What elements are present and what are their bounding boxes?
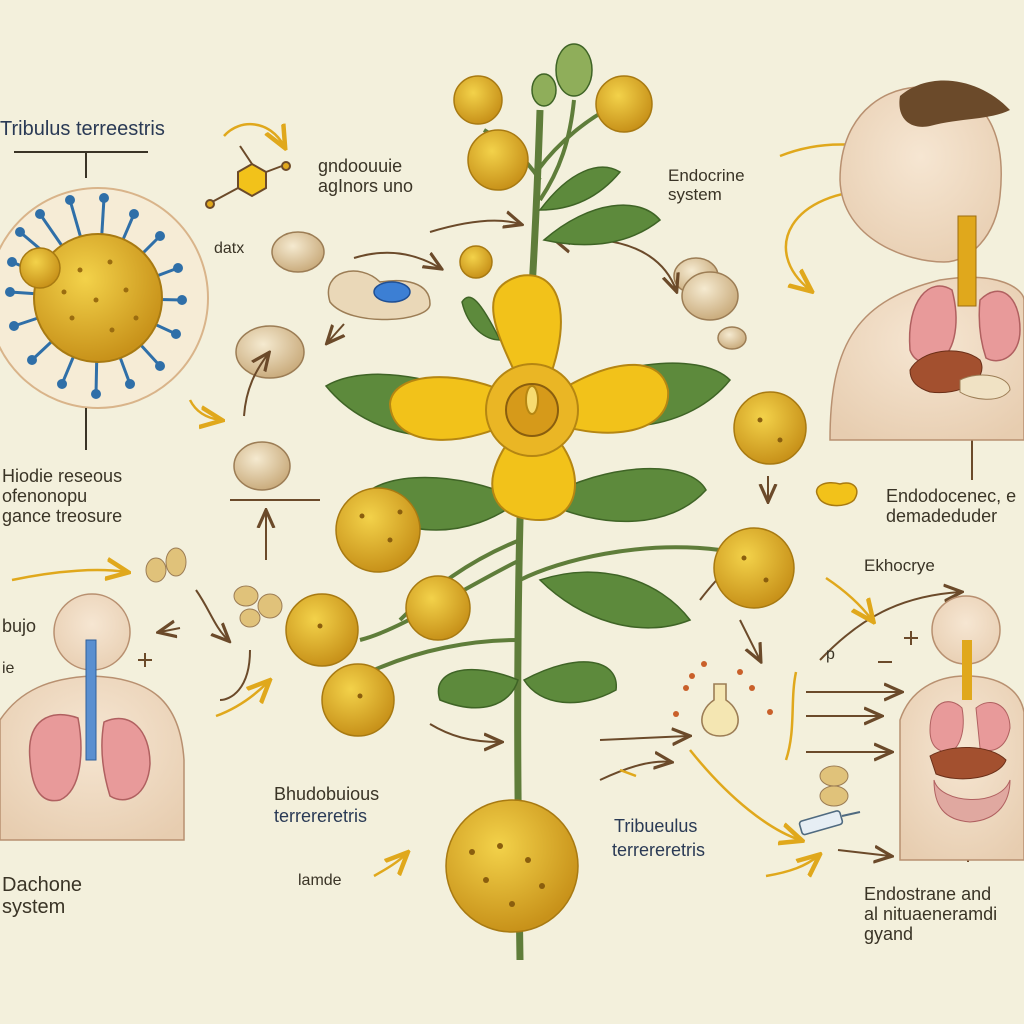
flower-icon [388, 274, 670, 522]
organs-icon [929, 701, 1011, 823]
lungs-icon [908, 285, 1021, 400]
label-iamde: lamde [298, 872, 342, 889]
label-endodocenec: Endodocenec, e demadeduder [886, 486, 1017, 527]
label-data: datx [214, 240, 245, 257]
syringe-icon [798, 810, 861, 836]
capsule-icon [327, 270, 858, 507]
flow-arrows [160, 221, 973, 862]
label-terrereretris-left: terrereretris [274, 806, 368, 826]
label-dachone: Dachone system [2, 874, 83, 919]
flow-arrows-gold [11, 144, 906, 876]
label-terrereretris-right: terrereretris [612, 840, 706, 860]
virus-icon [0, 187, 209, 409]
lungs-icon [28, 713, 151, 802]
label-tribueulus: Tribueulus [614, 816, 698, 836]
label-endocrine-system: Endocrine system [668, 166, 745, 205]
label-ekhocrye: Ekhocrye [864, 556, 935, 575]
title-underline [14, 151, 148, 178]
label-bujo: bujo [2, 616, 37, 636]
label-p-mark: p [826, 646, 835, 663]
arrow-gold [223, 123, 284, 146]
label-ie: ie [2, 660, 15, 677]
label-hiodie: Hiodie reseous ofenonopu gance treosure [2, 466, 123, 527]
plant-icon [285, 43, 807, 961]
molecule-icon [205, 145, 291, 209]
label-endostrane: Endostrane and al nituaeneramdi gyand [864, 884, 998, 945]
label-tribulus-top: Tribulus terreestris [0, 118, 165, 140]
label-gndoouie: gndoouuie agInors uno [318, 156, 414, 197]
label-bhudobuious: Bhudobuious [274, 784, 380, 804]
flask-icon [673, 661, 773, 737]
plus-marks [138, 631, 918, 667]
